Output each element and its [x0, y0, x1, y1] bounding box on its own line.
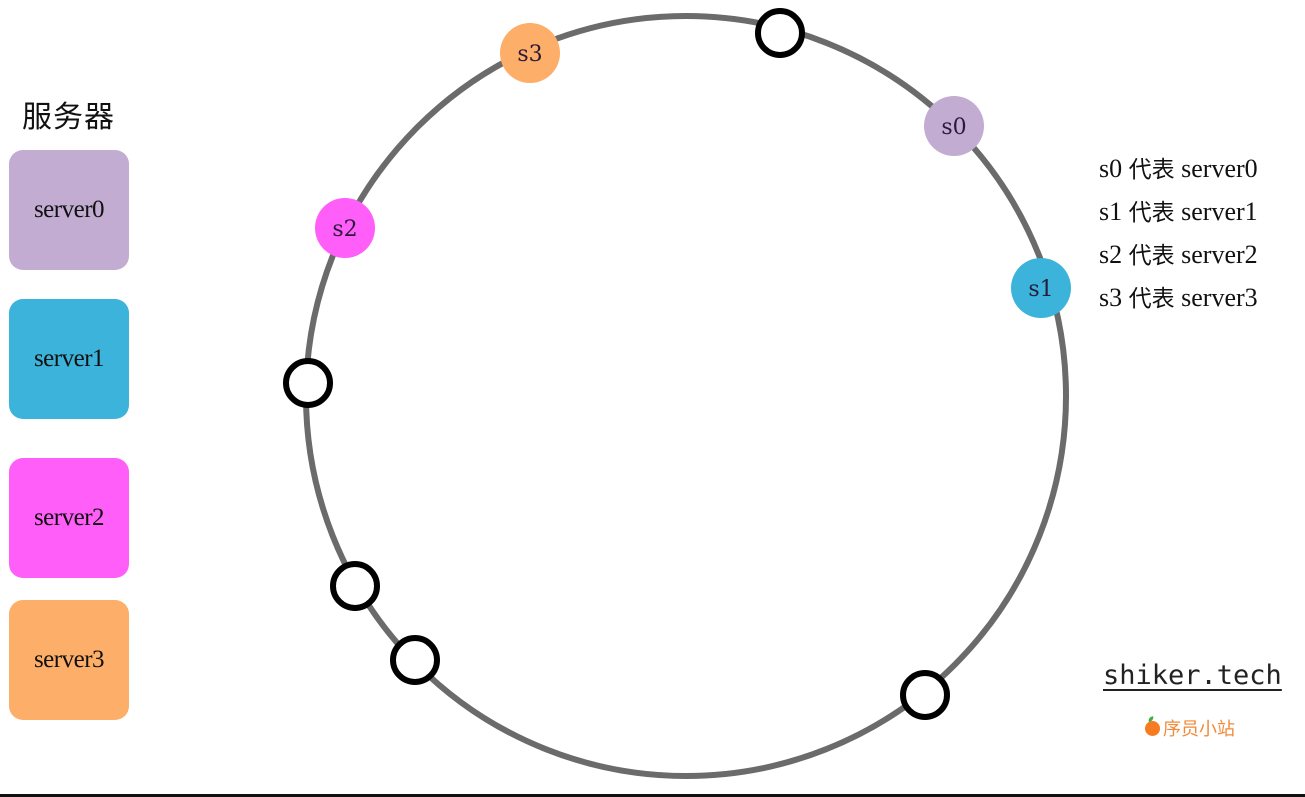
server-node-label: s3 [517, 42, 542, 67]
watermark-name: 序员小站 [1145, 715, 1235, 741]
server-box-server0: server0 [9, 150, 129, 270]
legend-row-s1: s1 代表 server1 [1099, 197, 1258, 226]
data-point-marker [330, 561, 380, 611]
data-point-marker [900, 670, 950, 720]
watermark-site: shiker.tech [1103, 660, 1282, 691]
legend: s0 代表 server0 s1 代表 server1 s2 代表 server… [1099, 148, 1258, 320]
data-points [283, 8, 950, 720]
server-box-server2: server2 [9, 458, 129, 578]
server-label: server1 [33, 345, 105, 372]
servers-title: 服务器 [22, 100, 115, 135]
server-nodes: s0 s1 s2 s3 [315, 23, 1071, 318]
server-node-s0: s0 [924, 96, 984, 156]
data-point-marker [283, 358, 333, 408]
server-node-label: s0 [941, 115, 966, 140]
bottom-divider [0, 794, 1305, 797]
server-node-s2: s2 [315, 198, 375, 258]
legend-row-s2: s2 代表 server2 [1099, 240, 1258, 269]
data-point-marker [390, 635, 440, 685]
legend-row-s3: s3 代表 server3 [1099, 283, 1258, 312]
legend-row-s0: s0 代表 server0 [1099, 154, 1258, 183]
server-label: server2 [33, 504, 105, 531]
server-label: server0 [33, 196, 105, 223]
server-node-s1: s1 [1011, 258, 1071, 318]
server-box-server1: server1 [9, 299, 129, 419]
data-point-marker [755, 8, 805, 58]
orange-icon [1145, 720, 1160, 736]
server-label: server3 [33, 646, 105, 673]
server-node-label: s1 [1028, 277, 1053, 302]
server-node-label: s2 [332, 217, 357, 242]
server-node-s3: s3 [500, 23, 560, 83]
server-box-server3: server3 [9, 600, 129, 720]
